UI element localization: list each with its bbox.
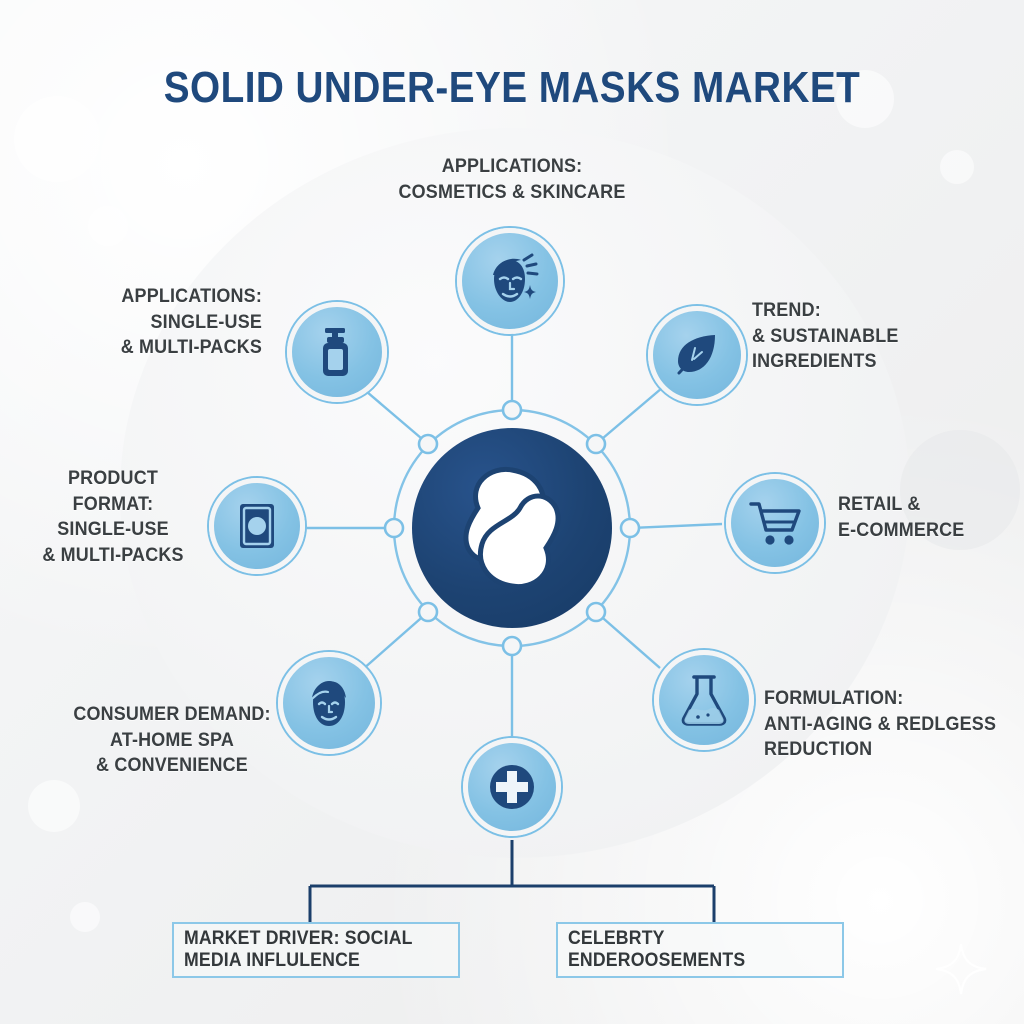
page-title: SOLID UNDER-EYE MASKS MARKET [163, 63, 861, 113]
node-applications-cosmetics[interactable] [457, 228, 563, 334]
label-applications-packs: APPLICATIONS: SINGLE-USE & MULTI-PACKS [120, 285, 262, 359]
bg-bubble [70, 902, 100, 932]
label-consumer-demand: CONSUMER DEMAND: AT-HOME SPA & CONVENIEN… [73, 703, 271, 777]
sachet-package-icon [240, 504, 274, 548]
node-trend-sustainable[interactable] [648, 306, 746, 404]
hub-solid-under-eye-masks[interactable] [412, 428, 612, 628]
bg-bubble [28, 780, 80, 832]
smiling-face-icon [311, 681, 346, 726]
label-trend-sustainable: TREND: & SUSTAINABLE INGREDIENTS [752, 299, 899, 373]
bg-bubble [88, 206, 128, 246]
outcome-box-market-driver[interactable]: MARKET DRIVER: SOCIAL MEDIA INFLULENCE [172, 922, 460, 978]
pump-bottle-icon [323, 328, 348, 376]
node-product-format[interactable] [209, 478, 305, 574]
node-health-benefit[interactable] [463, 738, 561, 836]
leaf-icon [677, 335, 715, 375]
node-formulation[interactable] [654, 650, 754, 750]
shopping-cart-icon [749, 502, 801, 545]
bg-bubble [940, 150, 974, 184]
label-applications-cosmetics: APPLICATIONS: COSMETICS & SKINCARE [398, 155, 626, 203]
label-formulation: FORMULATION: ANTI-AGING & REDLGESS REDUC… [764, 687, 997, 761]
label-retail-ecommerce: RETAIL & E-COMMERCE [838, 493, 965, 541]
node-retail-ecommerce[interactable] [726, 474, 824, 572]
label-product-format: PRODUCT FORMAT: SINGLE-USE & MULTI-PACKS [42, 467, 184, 567]
node-consumer-demand[interactable] [278, 652, 380, 754]
medical-cross-icon [490, 765, 534, 809]
outcome-box-celebrity-endorsements[interactable]: CELEBRTY ENDEROOSEMENTS [556, 922, 844, 978]
outcome-label-celebrity-endorsements: CELEBRTY ENDEROOSEMENTS [567, 928, 746, 971]
node-applications-packs[interactable] [287, 302, 387, 402]
flask-icon [681, 675, 727, 726]
sparkle-icon [935, 943, 987, 995]
eye-patch-pair-icon [463, 466, 561, 590]
outcome-label-market-driver: MARKET DRIVER: SOCIAL MEDIA INFLULENCE [183, 928, 413, 971]
glowing-face-icon [493, 253, 539, 302]
